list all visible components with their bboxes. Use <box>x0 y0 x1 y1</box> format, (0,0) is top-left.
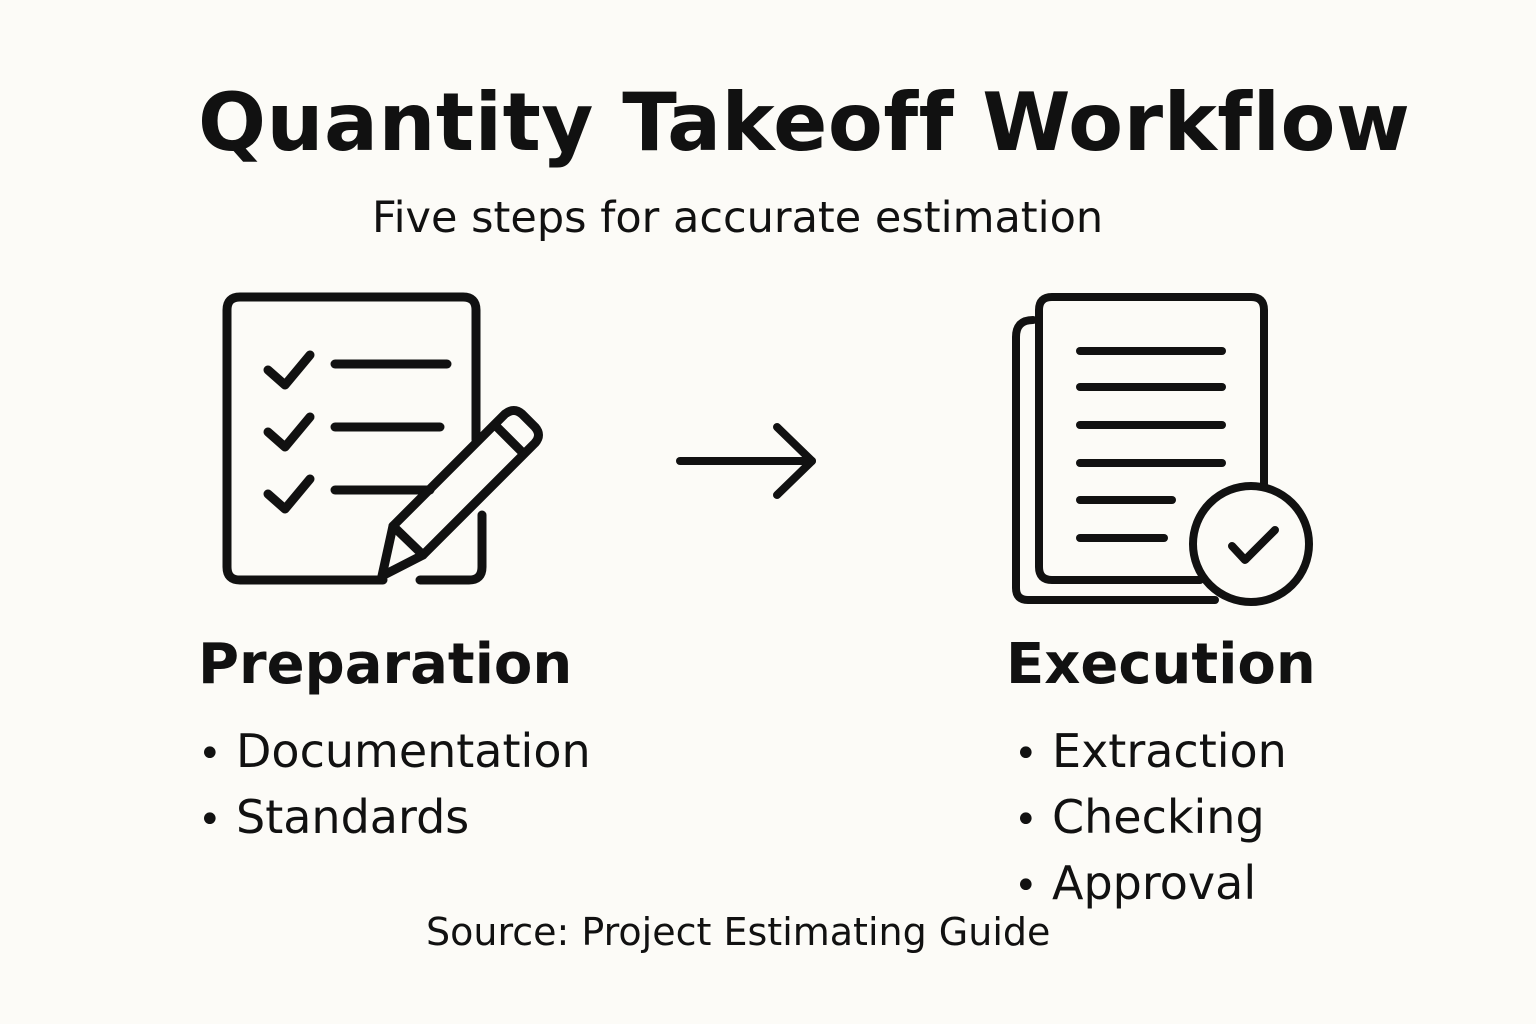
page-subtitle: Five steps for accurate estimation <box>372 193 1104 243</box>
source-caption: Source: Project Estimating Guide <box>426 910 1051 954</box>
bullet-icon: • <box>1014 863 1038 909</box>
stage-heading-execution: Execution <box>1006 632 1316 697</box>
bullet-icon: • <box>198 797 222 843</box>
list-item: •Approval <box>1014 850 1287 916</box>
list-item: •Checking <box>1014 784 1287 850</box>
preparation-list: •Documentation •Standards <box>198 718 591 850</box>
list-item: •Extraction <box>1014 718 1287 784</box>
list-item: •Documentation <box>198 718 591 784</box>
arrow-right-icon <box>676 423 816 499</box>
page-title: Quantity Takeoff Workflow <box>198 76 1411 169</box>
bullet-icon: • <box>1014 731 1038 777</box>
checklist-pencil-icon <box>222 292 543 585</box>
stage-heading-preparation: Preparation <box>198 632 573 697</box>
execution-list: •Extraction •Checking •Approval <box>1014 718 1287 916</box>
bullet-icon: • <box>198 731 222 777</box>
bullet-icon: • <box>1014 797 1038 843</box>
documents-check-icon <box>1012 293 1313 606</box>
list-item: •Standards <box>198 784 591 850</box>
